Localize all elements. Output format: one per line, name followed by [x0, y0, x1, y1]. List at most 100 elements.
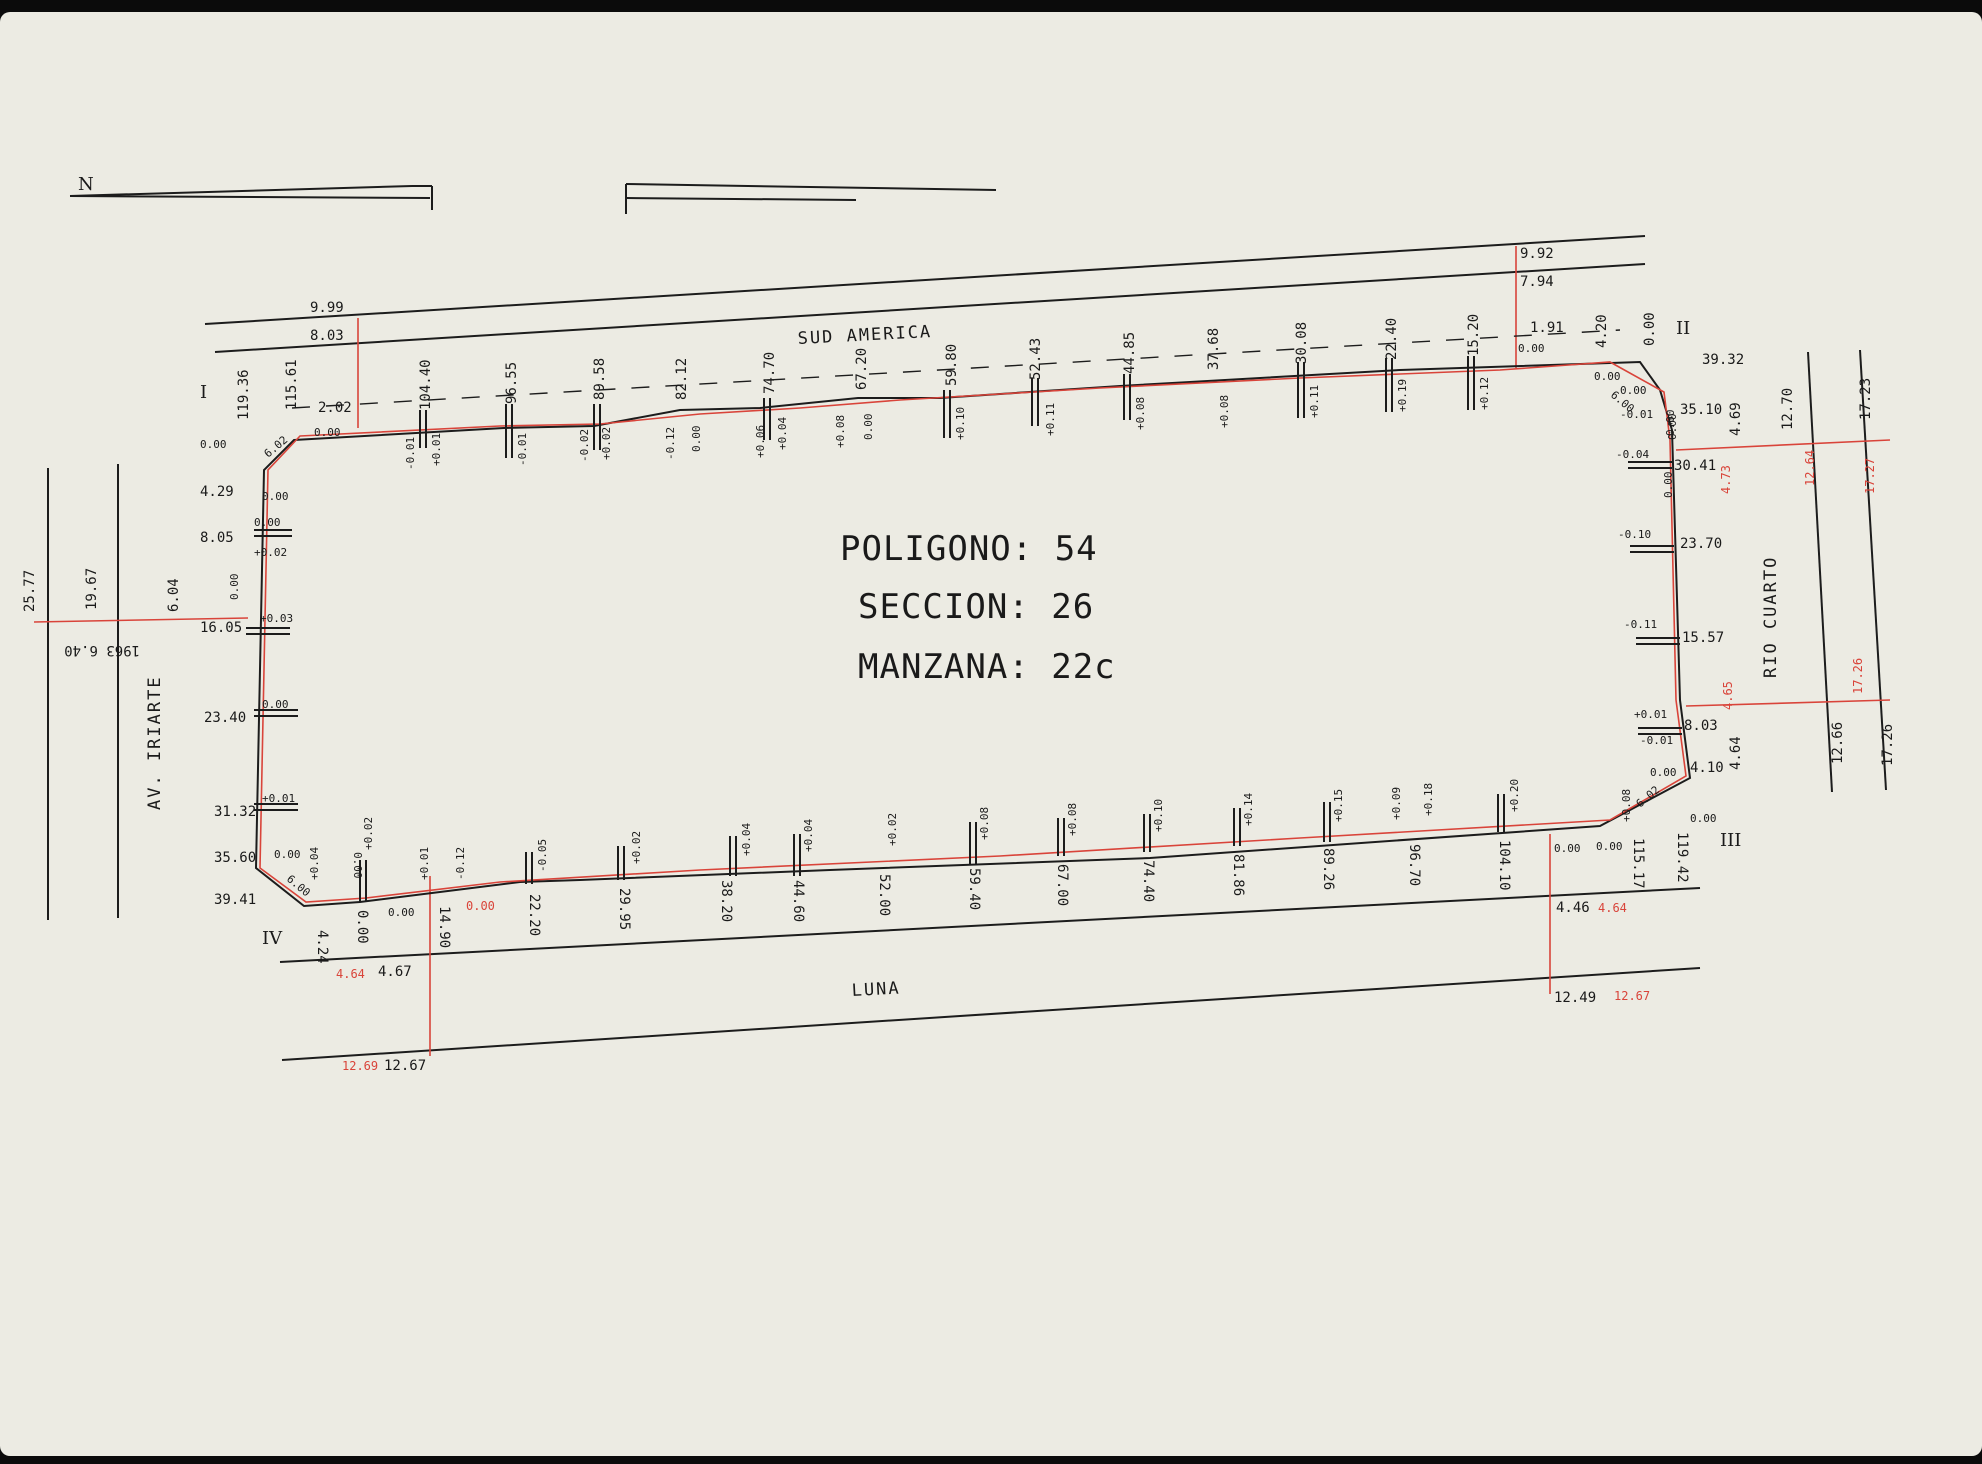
correction-label: +0.14 [1242, 793, 1255, 826]
bottom-ticks [359, 794, 1505, 902]
correction-label: 0.00 [1650, 766, 1677, 779]
chainage-label: 14.90 [436, 906, 452, 948]
correction-label: +0.01 [262, 792, 295, 805]
chainage-label: 39.41 [214, 892, 256, 908]
correction-label: 0.00 [1554, 842, 1581, 855]
correction-label: 0.00 [262, 698, 289, 711]
correction-label: +0.04 [740, 823, 753, 856]
chainage-label: 23.40 [204, 710, 246, 726]
correction-label: -0.01 [516, 433, 529, 466]
chainage-label: 74.40 [1140, 860, 1156, 902]
north-arrow: N [69, 174, 997, 214]
vertex-label: IV [262, 928, 283, 949]
chainage-label: 37.68 [1206, 328, 1222, 370]
offset-label: 17.27 [1863, 458, 1877, 494]
correction-label: +0.08 [1134, 397, 1147, 430]
top-correction-labels: -0.01 +0.01 -0.01 -0.02 +0.02 -0.12 0.00… [404, 377, 1491, 470]
offset-label: 17.26 [1880, 724, 1896, 766]
correction-label: -0.05 [536, 839, 549, 872]
block-boundary [254, 360, 1692, 908]
correction-label: -0.04 [1616, 448, 1649, 461]
correction-label: +0.18 [1422, 783, 1435, 816]
offset-label: 12.64 [1803, 450, 1817, 486]
offset-label: 12.70 [1780, 388, 1796, 430]
offset-lines [33, 246, 1891, 1056]
misc-label: 0.00 [1664, 410, 1677, 437]
offset-label: 4.73 [1719, 465, 1733, 494]
offset-label: 25.77 [22, 570, 38, 612]
correction-label: +0.01 [418, 847, 431, 880]
misc-label: 0.00 [1620, 384, 1647, 397]
chainage-label: 4.20 [1594, 314, 1610, 348]
chainage-label: 23.70 [1680, 536, 1722, 552]
street-east: RIO CUARTO [1761, 556, 1781, 678]
offset-label: 4.65 [1721, 681, 1735, 710]
correction-label: 0.00 [1596, 840, 1623, 853]
correction-label: 0.00 [1662, 472, 1675, 499]
north-arrow-label: N [78, 174, 94, 195]
chainage-label: 89.58 [592, 358, 608, 400]
correction-label: +0.19 [1396, 379, 1409, 412]
chainage-label: 89.26 [1320, 848, 1336, 890]
correction-label: +0.02 [630, 831, 643, 864]
chainage-label: 115.61 [284, 359, 300, 410]
chainage-label: 35.10 [1680, 402, 1722, 418]
offset-label: 7.94 [1520, 274, 1554, 290]
street-lines [47, 235, 1887, 1061]
chainage-label: 59.40 [966, 868, 982, 910]
correction-label: +0.08 [834, 415, 847, 448]
chainage-label: 0.00 [388, 906, 415, 919]
chainage-label: 0.00 [1690, 812, 1717, 825]
correction-label: -0.10 [1618, 528, 1651, 541]
correction-label: +0.01 [430, 433, 443, 466]
correction-label: 0.00 [690, 426, 703, 453]
offset-label: 17.23 [1858, 378, 1874, 420]
offset-label: 4.46 [1556, 900, 1590, 916]
chainage-label: 30.08 [1294, 322, 1310, 364]
chainage-label: 96.70 [1406, 844, 1422, 886]
chainage-label: 8.05 [200, 530, 234, 546]
chainage-label: 44.60 [790, 880, 806, 922]
offset-label: 4.64 [1598, 901, 1627, 915]
correction-label: +0.08 [978, 807, 991, 840]
misc-label: 0.00 [1594, 370, 1621, 383]
offset-label: 4.67 [378, 964, 412, 980]
correction-label: +0.15 [1332, 789, 1345, 822]
offset-label: 4.64 [1728, 736, 1744, 770]
bottom-chainage-labels: 4.24 0.00 0.00 14.90 22.20 29.95 38.20 4… [314, 832, 1690, 964]
side-ticks [246, 461, 1682, 811]
correction-label: -0.12 [454, 847, 467, 880]
chainage-label: 15.57 [1682, 630, 1724, 646]
top-dim-line [291, 329, 1621, 409]
chainage-label: 0.00 [1642, 312, 1658, 346]
offset-label: 8.03 [310, 328, 344, 344]
offset-label: 12.66 [1830, 722, 1846, 764]
chainage-label: 4.24 [314, 930, 330, 964]
correction-label: 0.00 [254, 516, 281, 529]
correction-label: +0.04 [802, 819, 815, 852]
offset-label: 1.91 [1530, 320, 1564, 336]
correction-label: +0.02 [600, 427, 613, 460]
correction-label: -0.02 [578, 429, 591, 462]
vertex-label: III [1720, 830, 1741, 851]
correction-label: +0.10 [954, 407, 967, 440]
correction-label: +0.11 [1308, 385, 1321, 418]
vertex-label: II [1676, 318, 1690, 339]
correction-label: 0.00 [262, 490, 289, 503]
offset-label: 9.92 [1520, 246, 1554, 262]
misc-label: 0.00 [1518, 342, 1545, 355]
offset-label: 12.49 [1554, 990, 1596, 1006]
chainage-label: 4.29 [200, 484, 234, 500]
misc-label: -0.01 [1620, 408, 1653, 421]
correction-label: +0.06 [754, 425, 767, 458]
title-poligono: POLIGONO: 54 [840, 529, 1098, 569]
correction-label: +0.20 [1508, 779, 1521, 812]
correction-label: +0.11 [1044, 403, 1057, 436]
correction-label: +0.02 [886, 813, 899, 846]
chainage-label: 59.80 [944, 344, 960, 386]
chainage-label: 22.20 [526, 894, 542, 936]
chainage-label: 30.41 [1674, 458, 1716, 474]
left-chainage-labels: 0.00 4.29 8.05 16.05 23.40 31.32 35.60 3… [200, 438, 256, 908]
chainage-label: 4.10 [1690, 760, 1724, 776]
correction-label: 0.00 [862, 414, 875, 441]
